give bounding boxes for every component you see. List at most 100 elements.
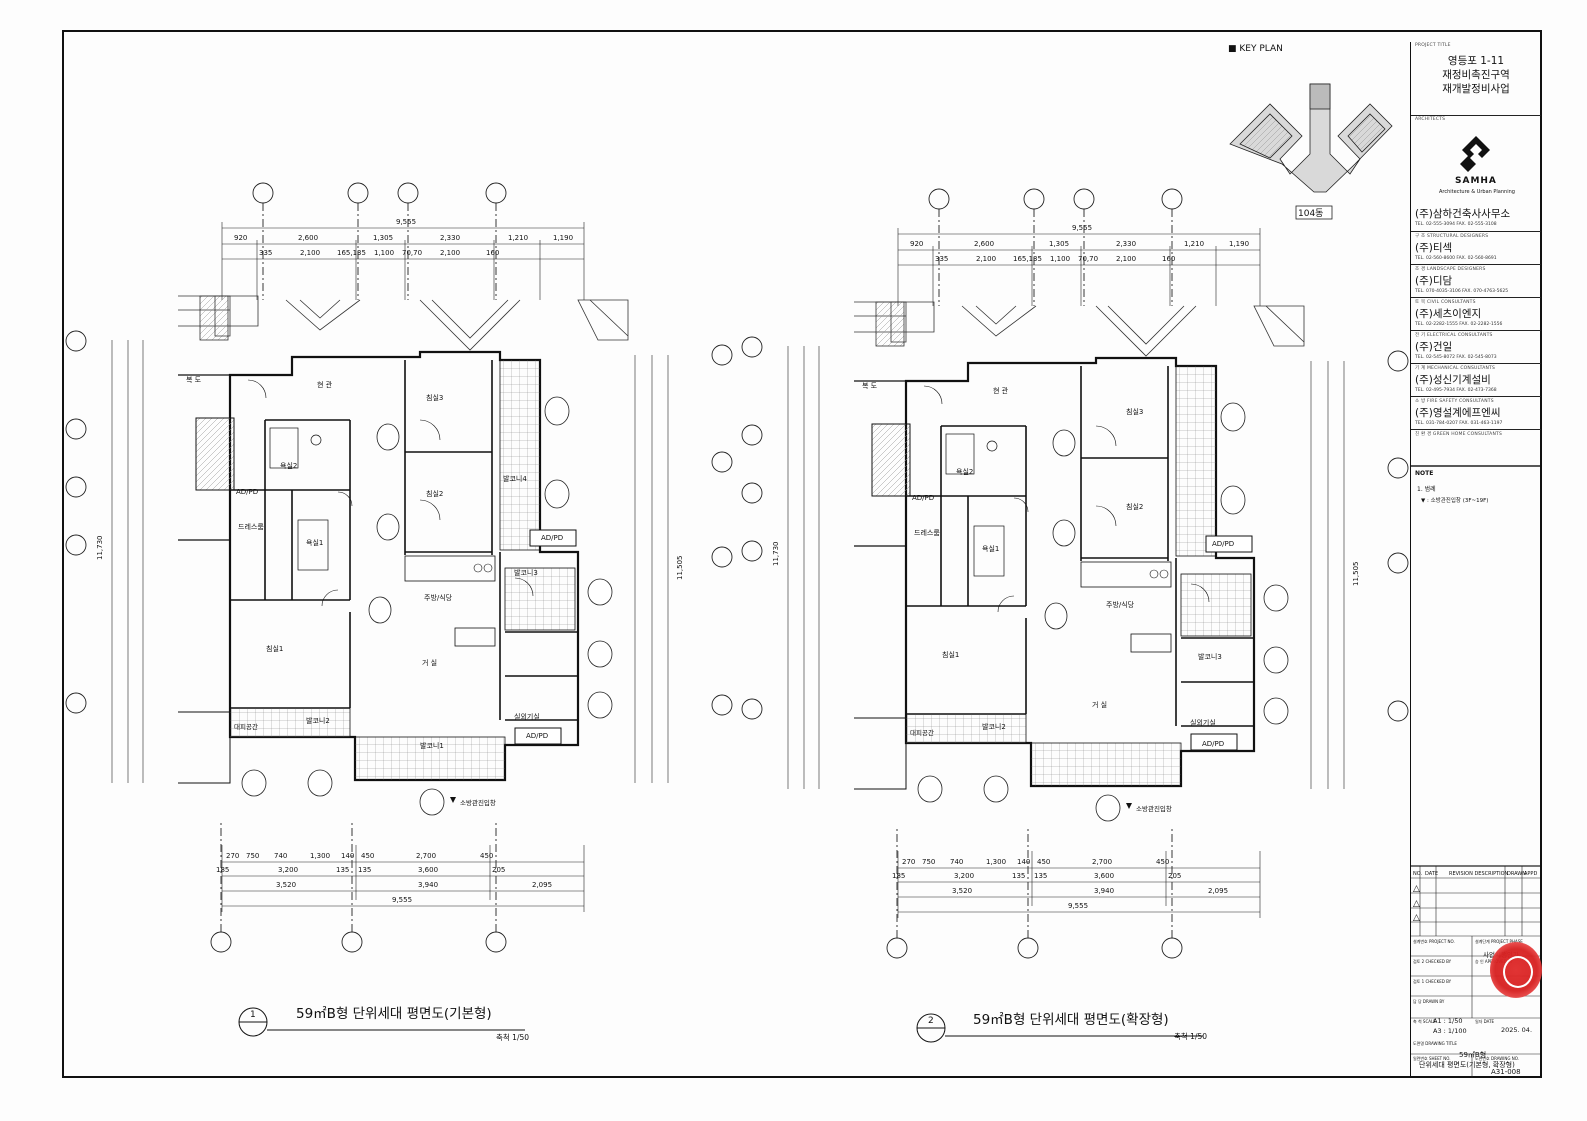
consultant-name: (주)성신기계설비 bbox=[1415, 374, 1491, 386]
project-title: 영등포 1-11 재정비촉진구역 재개발정비사업 bbox=[1411, 42, 1541, 96]
room-label-corridor: 복 도 bbox=[186, 376, 202, 384]
rev-triangle-2: △ bbox=[1413, 899, 1420, 909]
room-label-bed2: 침실2 bbox=[1126, 503, 1144, 511]
architect-section: ARCHITECTS SAMHA Architecture & Urban Pl… bbox=[1411, 116, 1541, 232]
room-label-outunit: 실외기실 bbox=[514, 713, 540, 721]
dim-bottom-4: 1,300 bbox=[310, 852, 331, 860]
logo-text: SAMHA bbox=[1455, 176, 1497, 186]
scale-a1: A1 : 1/50 bbox=[1433, 1017, 1463, 1025]
room-label-bed1: 침실1 bbox=[266, 645, 284, 653]
title-block: PROJECT TITLE 영등포 1-11 재정비촉진구역 재개발정비사업 A… bbox=[1410, 42, 1541, 1078]
dim-overall-top: 9,555 bbox=[396, 218, 417, 226]
note-title: NOTE bbox=[1415, 470, 1434, 477]
dim-bottom3-3: 2,095 bbox=[532, 881, 553, 889]
dim-bottom-1: 270 bbox=[902, 858, 916, 866]
architect-caption: ARCHITECTS bbox=[1415, 117, 1446, 122]
checked2-caption: 검토 2 CHECKED BY bbox=[1413, 959, 1452, 964]
dim-bottom2-4: 135 bbox=[1034, 872, 1048, 880]
dim-bottom-overall: 9,555 bbox=[1068, 902, 1089, 910]
dim-top-2: 2,600 bbox=[974, 240, 995, 248]
room-label-balc3: 발코니3 bbox=[514, 569, 538, 577]
plan-2-drawing bbox=[740, 187, 1410, 960]
room-label-kitchen: 주방/식당 bbox=[1106, 601, 1135, 609]
consultant-name: (주)티섹 bbox=[1415, 242, 1453, 254]
consultant-mechanical: 기 계 MECHANICAL CONSULTANTS (주)성신기계설비 TEL… bbox=[1411, 364, 1541, 397]
dim-top2-1: 335 bbox=[259, 249, 273, 257]
dim-top-6: 1,190 bbox=[1229, 240, 1250, 248]
room-label-dress: 드레스룸 bbox=[238, 523, 264, 531]
room-label-bed2: 침실2 bbox=[426, 490, 444, 498]
plan-1-title: 59㎡B형 단위세대 평면도(기본형) bbox=[296, 1006, 492, 1022]
consultant-tel: TEL. 070-4035-3106 FAX. 070-4763-5625 bbox=[1415, 289, 1509, 294]
dim-top-1: 920 bbox=[910, 240, 924, 248]
dim-bottom-7: 2,700 bbox=[416, 852, 437, 860]
dim-top2-2: 2,100 bbox=[300, 249, 321, 257]
room-label-corridor: 복 도 bbox=[862, 382, 878, 390]
dim-bottom-8: 450 bbox=[1156, 858, 1170, 866]
scale-caption: 축 척 SCALE bbox=[1413, 1019, 1436, 1024]
consultant-caption: 전 기 ELECTRICAL CONSULTANTS bbox=[1415, 333, 1493, 338]
consultant-green: 친 환 경 GREEN HOME CONSULTANTS bbox=[1411, 430, 1541, 466]
logo-subtext: Architecture & Urban Planning bbox=[1439, 189, 1515, 195]
consultant-fire: 소 방 FIRE SAFETY CONSULTANTS (주)영설계에프엔씨 T… bbox=[1411, 397, 1541, 430]
dim-top-6: 1,190 bbox=[553, 234, 574, 242]
room-label-adpd-2: AD/PD bbox=[1212, 540, 1235, 548]
room-label-outunit: 실외기실 bbox=[1190, 719, 1216, 727]
dim-top2-4: 1,100 bbox=[374, 249, 395, 257]
consultant-tel: TEL. 02-495-7934 FAX. 02-473-7368 bbox=[1415, 388, 1497, 393]
dim-bottom3-3: 2,095 bbox=[1208, 887, 1229, 895]
plan-1-number: 1 bbox=[250, 1010, 256, 1020]
consultant-name: (주)건일 bbox=[1415, 341, 1453, 353]
drawing-no-caption: 도면번호 DRAWING NO. bbox=[1475, 1056, 1519, 1061]
room-label-balc1: 발코니1 bbox=[420, 742, 444, 750]
consultant-tel: TEL. 02-545-8072 FAX. 02-545-8073 bbox=[1415, 355, 1497, 360]
dim-top2-7: 160 bbox=[1162, 255, 1176, 263]
dim-right-overall: 11,505 bbox=[676, 555, 684, 581]
consultant-name: (주)영설계에프엔씨 bbox=[1415, 407, 1501, 419]
dim-bottom3-1: 3,520 bbox=[276, 881, 297, 889]
date-value: 2025. 04. bbox=[1501, 1026, 1533, 1034]
dim-top2-4: 1,100 bbox=[1050, 255, 1071, 263]
samha-logo-icon bbox=[1460, 136, 1490, 172]
room-label-bed1: 침실1 bbox=[942, 651, 960, 659]
consultant-name: (주)디담 bbox=[1415, 275, 1453, 287]
dim-right-overall: 11,505 bbox=[1352, 561, 1360, 587]
notes-section: NOTE 1. 범례 ▼ : 소방관진입창 (3F~19F) bbox=[1411, 466, 1541, 866]
dim-top-2: 2,600 bbox=[298, 234, 319, 242]
dim-bottom-5: 140 bbox=[1017, 858, 1031, 866]
consultant-landscape: 조 경 LANDSCAPE DESIGNERS (주)디담 TEL. 070-4… bbox=[1411, 265, 1541, 298]
dim-bottom3-2: 3,940 bbox=[418, 881, 439, 889]
fire-entry-label: 소방관진입창 bbox=[460, 799, 496, 807]
rev-triangle-3: △ bbox=[1413, 913, 1420, 923]
room-label-bath1: 욕실1 bbox=[306, 539, 324, 547]
rev-triangle-1: △ bbox=[1413, 884, 1420, 894]
room-label-adpd-3: AD/PD bbox=[526, 732, 549, 740]
consultant-civil: 토 목 CIVIL CONSULTANTS (주)세츠이엔지 TEL. 02-2… bbox=[1411, 298, 1541, 331]
consultant-structural: 구 조 STRUCTURAL DESIGNERS (주)티섹 TEL. 02-5… bbox=[1411, 232, 1541, 265]
dim-top2-1: 335 bbox=[935, 255, 949, 263]
dim-top-1: 920 bbox=[234, 234, 248, 242]
dim-left-overall: 11,730 bbox=[96, 535, 104, 561]
room-label-balc3: 발코니3 bbox=[1198, 653, 1222, 661]
room-label-adpd-1: AD/PD bbox=[912, 494, 935, 502]
room-label-living: 거 실 bbox=[422, 659, 438, 667]
dim-bottom2-2: 3,200 bbox=[278, 866, 299, 874]
drawing-title-caption: 도면명 DRAWING TITLE bbox=[1413, 1041, 1457, 1046]
room-label-bed3: 침실3 bbox=[426, 394, 444, 402]
dim-top2-3: 165,135 bbox=[1013, 255, 1042, 263]
consultant-caption: 토 목 CIVIL CONSULTANTS bbox=[1415, 300, 1476, 305]
dim-top2-6: 2,100 bbox=[1116, 255, 1137, 263]
project-section: PROJECT TITLE 영등포 1-11 재정비촉진구역 재개발정비사업 bbox=[1411, 42, 1541, 116]
checked1-caption: 검토 1 CHECKED BY bbox=[1413, 979, 1452, 984]
rev-header-date: DATE bbox=[1425, 871, 1439, 877]
project-caption: PROJECT TITLE bbox=[1415, 43, 1451, 48]
sheet-caption: 일련번호 SHEET NO. bbox=[1413, 1056, 1451, 1061]
room-label-dress: 드레스룸 bbox=[914, 529, 940, 537]
seal-inner-ring bbox=[1503, 956, 1533, 988]
rev-header-desc: REVISION DESCRIPTION bbox=[1449, 871, 1509, 877]
drawing-title-line-2: 단위세대 평면도(기본형, 확장형) bbox=[1419, 1061, 1515, 1069]
consultant-tel: TEL. 02-560-8600 FAX. 02-560-8691 bbox=[1415, 256, 1497, 261]
dim-bottom2-1: 185 bbox=[216, 866, 230, 874]
consultant-electrical: 전 기 ELECTRICAL CONSULTANTS (주)건일 TEL. 02… bbox=[1411, 331, 1541, 364]
